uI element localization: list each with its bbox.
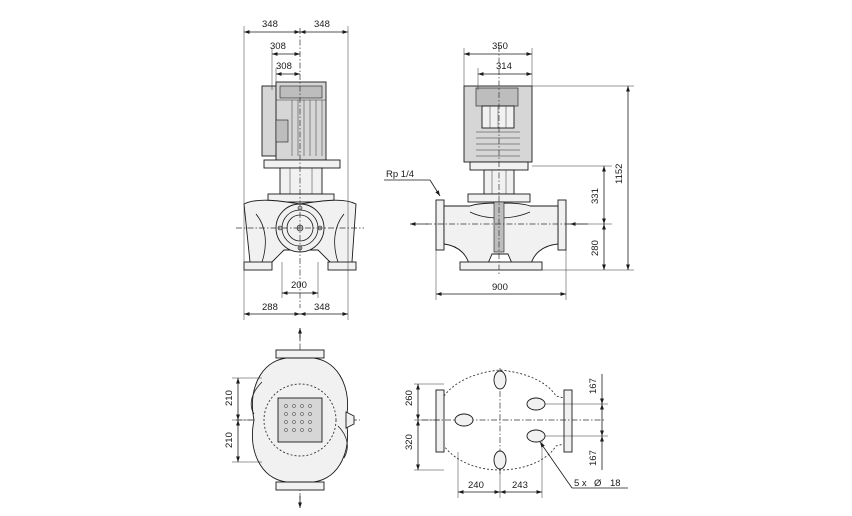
front-motor-fins: [276, 99, 326, 156]
base-hole-3: [526, 397, 546, 411]
base-outline: [443, 369, 565, 471]
base-hole-1: [493, 370, 507, 390]
top-flange-upper: [275, 349, 325, 359]
dim-base-lower-height: 320: [404, 434, 415, 450]
base-view: 260 320 167 167 240 243 5 x Ø 18: [404, 368, 628, 498]
base-hole-count: 5 x: [574, 478, 587, 489]
dim-front-motor-inner: 308: [276, 61, 292, 72]
front-foot-right: [327, 261, 357, 271]
side-motor-fins: [476, 131, 520, 157]
top-motor-outline: [263, 383, 337, 457]
front-foot-left: [243, 261, 273, 271]
dim-base-hole-lower: 167: [588, 450, 599, 466]
dim-front-base-left: 288: [262, 302, 278, 313]
dim-side-length: 900: [492, 282, 508, 293]
dim-front-right-width: 348: [314, 19, 330, 30]
dim-front-base-right: 348: [314, 302, 330, 313]
front-motor-cap: [279, 85, 323, 99]
front-coupling-guard: [279, 167, 323, 195]
dim-base-left-spacing: 240: [468, 480, 484, 491]
dim-base-right-spacing: 243: [512, 480, 528, 491]
side-flange-right: [557, 199, 567, 251]
front-motor-terminal-box: [275, 119, 289, 143]
top-fan-grille: [284, 404, 312, 432]
dim-side-upper-height: 331: [590, 188, 601, 204]
top-side-bolt: [345, 411, 355, 429]
side-motor-top: [475, 87, 519, 107]
dim-top-upper-offset: 210: [224, 390, 235, 406]
base-hole-4: [526, 429, 546, 443]
base-hole-2: [454, 413, 474, 427]
side-port-label: Rp 1/4: [386, 169, 414, 180]
base-hole-5: [493, 450, 507, 470]
dim-front-port-width: 200: [291, 280, 307, 291]
side-flange-left: [435, 199, 445, 251]
top-view: 210 210: [224, 328, 360, 508]
front-pump-head: [267, 193, 335, 203]
dim-base-upper-height: 260: [404, 390, 415, 406]
dim-side-total-height: 1152: [614, 164, 625, 184]
top-flange-lower: [275, 481, 325, 491]
dim-top-lower-offset: 210: [224, 432, 235, 448]
dim-side-motor-width: 350: [492, 41, 508, 52]
front-motor-flange: [263, 159, 341, 169]
top-motor-fan: [277, 397, 323, 443]
front-view: 348 348 308 308 288 348 200: [236, 19, 364, 320]
dim-front-motor-width: 308: [270, 41, 286, 52]
dim-front-left-width: 348: [262, 19, 278, 30]
dim-base-hole-upper: 167: [588, 378, 599, 394]
dim-side-motor-inner: 314: [496, 61, 512, 72]
base-flange-left: [435, 389, 445, 453]
side-foot: [459, 261, 543, 271]
side-view: Rp 1/4 350 314 1152 331 280 900: [384, 41, 634, 300]
dim-side-lower-height: 280: [590, 240, 601, 256]
base-hole-diameter: 18: [610, 478, 621, 489]
base-flange-right: [563, 389, 573, 453]
base-hole-diameter-symbol: Ø: [594, 478, 602, 489]
